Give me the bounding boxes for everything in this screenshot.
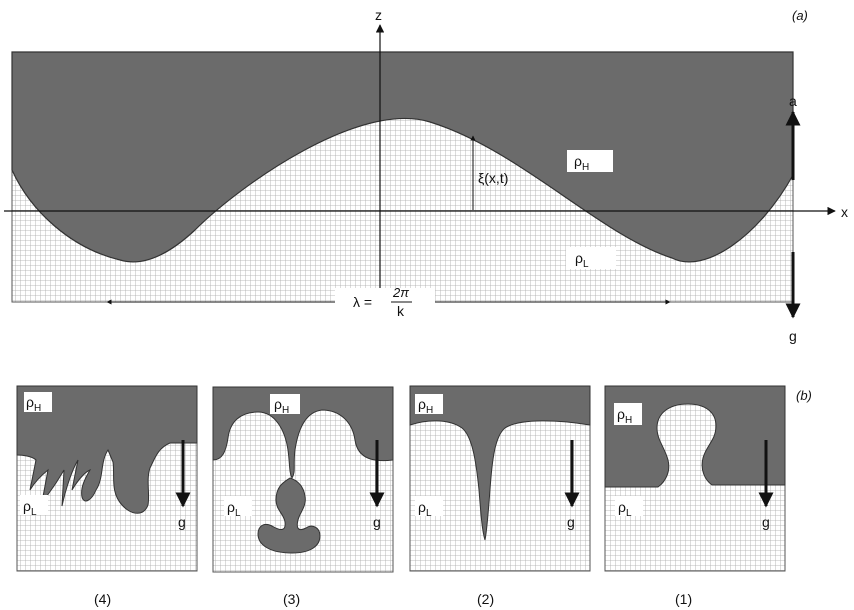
stage-1: ρH ρL g (1) <box>604 385 786 607</box>
wavelength-denominator: k <box>397 303 405 319</box>
x-axis-label: x <box>841 204 848 220</box>
gravity-label: g <box>762 514 770 530</box>
rho-light-box <box>20 495 48 515</box>
wavelength-numerator: 2π <box>392 285 409 300</box>
panel-a-tag: (a) <box>792 8 808 23</box>
gravity-label: g <box>373 514 381 530</box>
rho-heavy-label: ρH <box>26 394 41 414</box>
gravity-label: g <box>789 328 797 344</box>
rho-light-box <box>615 496 643 516</box>
stage-4: ρH ρL g (4) <box>16 385 198 607</box>
wavelength-label-box <box>335 288 435 320</box>
rho-light-label: ρL <box>575 250 589 270</box>
heavy-fluid-region <box>604 385 786 488</box>
gravity-label: g <box>178 514 186 530</box>
rho-heavy-box <box>415 394 443 414</box>
amplitude-label: ξ(x,t) <box>478 170 508 186</box>
heavy-fluid-region <box>16 385 198 514</box>
rho-light-box <box>415 496 443 516</box>
heavy-fluid-region <box>11 51 794 263</box>
rho-heavy-box <box>270 394 300 414</box>
stage-caption: (1) <box>675 591 692 607</box>
stage-caption: (4) <box>94 591 111 607</box>
rho-heavy-label: ρH <box>274 396 289 416</box>
rho-heavy-label: ρH <box>574 153 589 173</box>
stage-caption: (3) <box>283 591 300 607</box>
rho-light-label: ρL <box>618 499 632 519</box>
stage-2: ρH ρL g (2) <box>409 385 591 607</box>
rho-light-box <box>566 247 616 269</box>
rho-heavy-box <box>24 392 52 412</box>
detached-heavy-blob <box>257 477 321 554</box>
rho-heavy-label: ρH <box>617 406 632 426</box>
rho-light-box <box>224 496 252 516</box>
panel-a: z x (a) ξ(x,t) ρH ρL a g λ = 2π k <box>4 7 848 344</box>
rho-light-label: ρL <box>418 499 432 519</box>
wavelength-label: λ = <box>353 294 372 310</box>
heavy-fluid-region <box>212 386 394 479</box>
z-axis-label: z <box>375 7 382 23</box>
rho-light-label: ρL <box>227 499 241 519</box>
gravity-label: g <box>567 514 575 530</box>
panel-b-tag: (b) <box>796 388 812 403</box>
stage-caption: (2) <box>477 591 494 607</box>
rho-heavy-box <box>567 150 613 172</box>
stage-3: ρH ρL g (3) <box>212 386 394 607</box>
acceleration-label: a <box>789 93 797 109</box>
rho-light-label: ρL <box>23 498 37 518</box>
rho-heavy-box <box>614 403 642 425</box>
rho-heavy-label: ρH <box>418 396 433 416</box>
